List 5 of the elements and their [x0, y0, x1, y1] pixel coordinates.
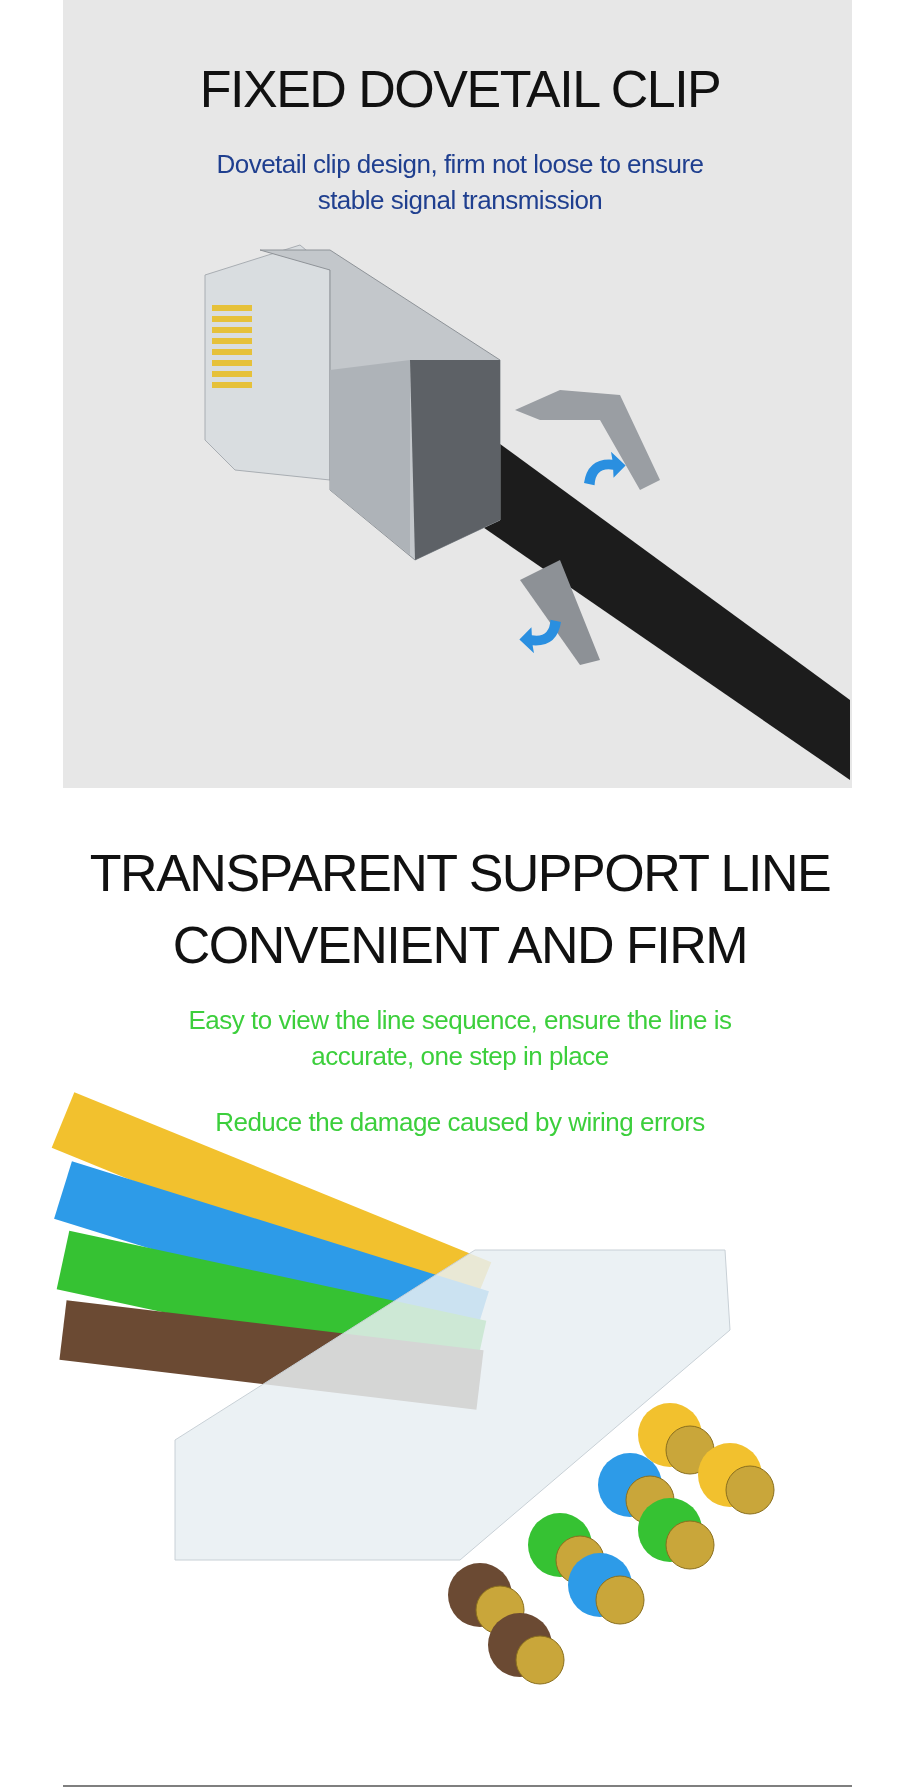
description-text: Easy to view the line sequence, ensure the line is accurate, one step in place: [187, 1004, 733, 1073]
section-heading: TRANSPARENT SUPPORT LINE CONVENIENT AND FIRM: [88, 843, 832, 976]
description-text: Dovetail clip design, firm not loose to ensure stable signal transmission: [215, 148, 705, 217]
description-text: Reduce the damage caused by wiring errors: [214, 1106, 706, 1139]
section-heading: FIXED DOVETAIL CLIP: [198, 60, 722, 120]
